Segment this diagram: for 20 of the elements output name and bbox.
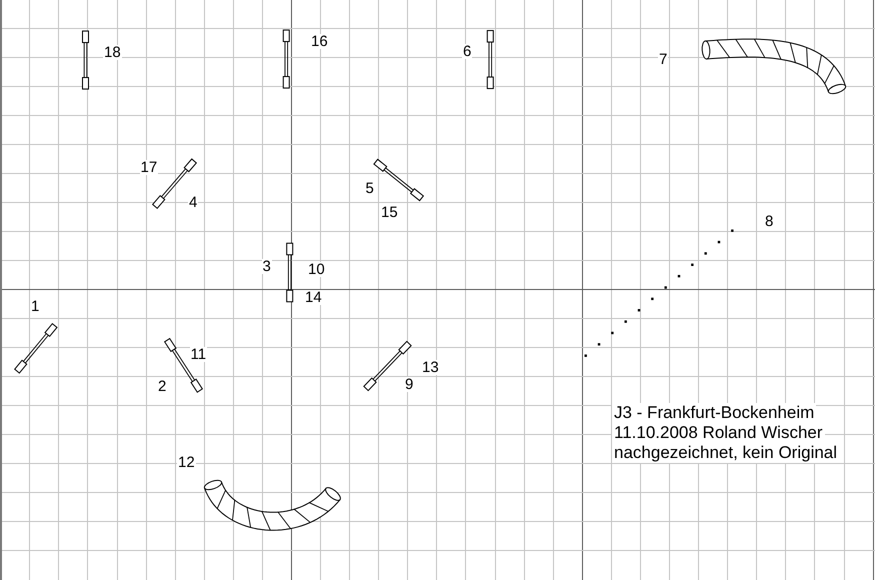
callout-number: 2 [157, 379, 168, 394]
callout-number: 3 [262, 258, 272, 274]
callout-number: 12 [177, 455, 196, 470]
callout-number: 18 [103, 45, 122, 60]
callout-number: 14 [304, 290, 323, 305]
callout-number: 10 [307, 262, 326, 277]
callout-number: 8 [764, 214, 774, 228]
callout-number: 13 [421, 360, 440, 375]
callout-number: 1 [30, 298, 40, 314]
callout-number: 16 [310, 34, 329, 48]
callout-number: 6 [462, 44, 472, 58]
callout-number: 11 [190, 347, 208, 362]
callout-number: 17 [140, 160, 158, 175]
callout-number: 9 [404, 377, 414, 392]
callout-number: 5 [364, 181, 375, 196]
callout-number: 15 [380, 205, 399, 220]
course-note: 11.10.2008 Roland Wischer [612, 423, 825, 443]
course-note: J3 - Frankfurt-Bockenheim [612, 403, 816, 423]
callout-number: 4 [188, 195, 198, 210]
callout-number: 7 [658, 52, 668, 67]
